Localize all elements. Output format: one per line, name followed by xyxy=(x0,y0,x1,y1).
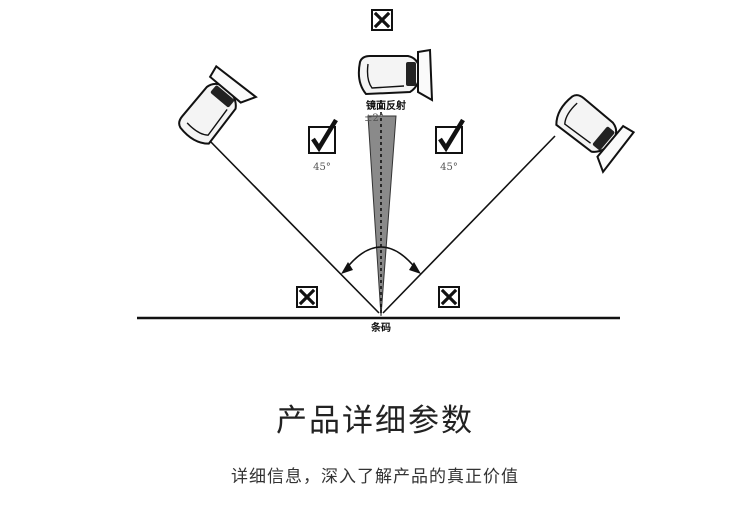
cross-mark-right-icon xyxy=(438,286,460,308)
angle-arrow-right xyxy=(409,262,421,274)
check-mark-left-icon xyxy=(308,118,338,154)
barcode-label: 条码 xyxy=(370,321,391,334)
cross-mark-top-icon xyxy=(371,9,393,31)
cross-mark-left-icon xyxy=(296,286,318,308)
angle-arc xyxy=(344,246,418,271)
section-title: 产品详细参数 xyxy=(276,403,474,439)
mirror-tolerance-label: ±2° xyxy=(364,113,384,124)
mirror-reflection-cone xyxy=(367,115,397,317)
right-angle-label: 45° xyxy=(440,162,458,173)
mirror-reflection-label: 镜面反射 xyxy=(366,99,406,112)
check-mark-right-icon xyxy=(435,118,465,154)
scanner-right-icon xyxy=(555,94,636,174)
left-angle-label: 45° xyxy=(313,162,331,173)
left-scan-ray xyxy=(206,137,380,314)
right-scan-ray xyxy=(382,135,556,314)
section-subtitle: 详细信息，深入了解产品的真正价值 xyxy=(231,467,519,487)
angle-arrow-left xyxy=(341,262,353,274)
scanner-top-icon xyxy=(357,48,434,102)
scanner-left-icon xyxy=(178,64,258,145)
